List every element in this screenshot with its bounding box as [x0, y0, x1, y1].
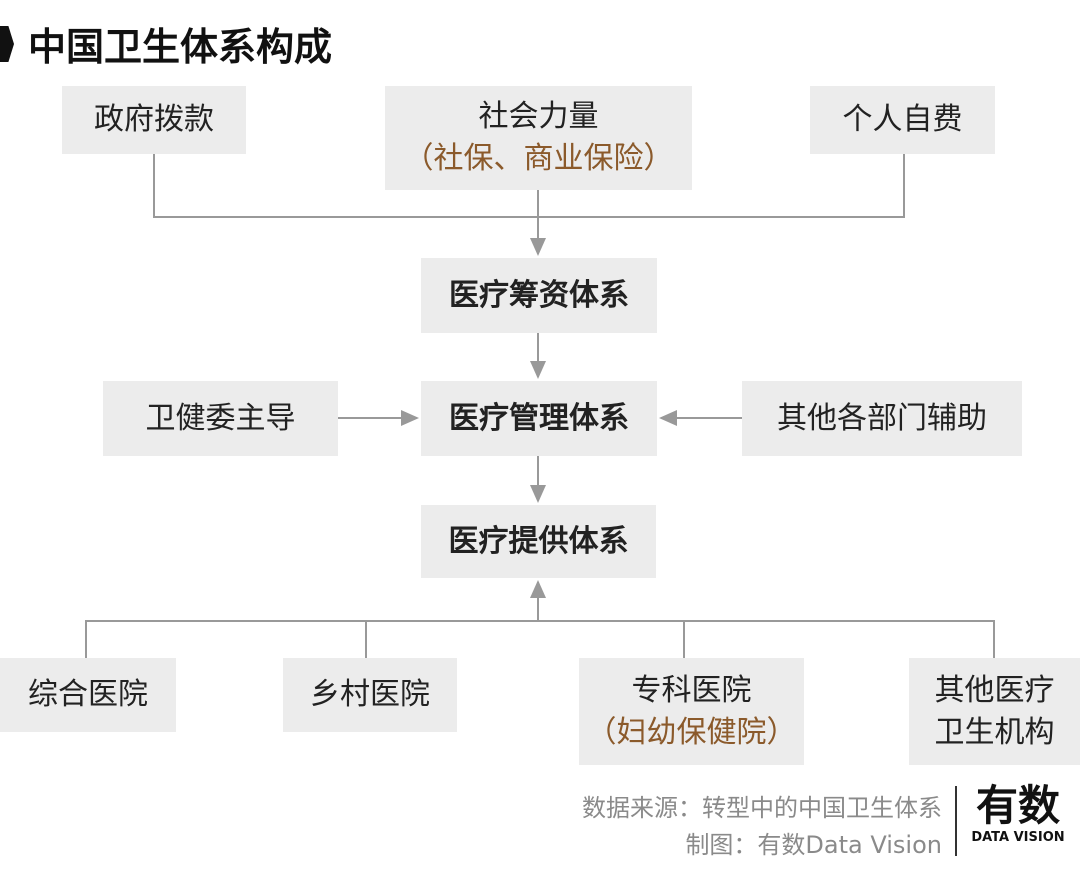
- provider-label: 其他医疗: [934, 672, 1055, 708]
- provider-specialty: 专科医院 （妇幼保健院）: [579, 658, 804, 765]
- management-left-label: 卫健委主导: [145, 400, 296, 436]
- source-social: 社会力量 （社保、商业保险）: [385, 86, 692, 190]
- management-right: 其他各部门辅助: [742, 381, 1022, 456]
- provision-label: 医疗提供体系: [448, 523, 629, 559]
- logo-main: 有数: [975, 781, 1060, 830]
- source-social-label: 社会力量: [478, 99, 599, 134]
- management-system: 医疗管理体系: [421, 381, 657, 456]
- provider-label: 乡村医院: [310, 677, 430, 712]
- management-left: 卫健委主导: [103, 381, 338, 456]
- management-right-label: 其他各部门辅助: [777, 400, 987, 436]
- title-marker-icon: [0, 26, 14, 62]
- funding-connector: [153, 154, 905, 218]
- provider-label: 综合医院: [28, 677, 148, 712]
- provider-connector: [85, 620, 995, 658]
- provider-other: 其他医疗 卫生机构: [909, 658, 1080, 765]
- brand-logo: 有数 DATA VISION: [968, 781, 1068, 846]
- page-title: 中国卫生体系构成: [28, 25, 333, 69]
- management-label: 医疗管理体系: [449, 400, 629, 436]
- logo-sub: DATA VISION: [971, 830, 1065, 845]
- provider-label-line2: 卫生机构: [934, 714, 1055, 750]
- financing-label: 医疗筹资体系: [449, 277, 629, 313]
- source-gov-label: 政府拨款: [94, 102, 214, 137]
- source-social-sub: （社保、商业保险）: [403, 141, 674, 176]
- provider-label: 专科医院: [631, 672, 752, 708]
- provision-system: 医疗提供体系: [421, 505, 656, 578]
- source-personal: 个人自费: [810, 86, 995, 154]
- source-note: 数据来源：转型中的中国卫生体系: [582, 794, 942, 822]
- financing-system: 医疗筹资体系: [421, 258, 657, 333]
- provider-rural: 乡村医院: [283, 658, 457, 732]
- credit-note: 制图：有数Data Vision: [685, 831, 942, 859]
- provider-general: 综合医院: [0, 658, 176, 732]
- footer-divider: [955, 786, 957, 856]
- source-personal-label: 个人自费: [842, 102, 963, 137]
- provider-sub: （妇幼保健院）: [586, 714, 797, 750]
- source-gov: 政府拨款: [62, 86, 246, 154]
